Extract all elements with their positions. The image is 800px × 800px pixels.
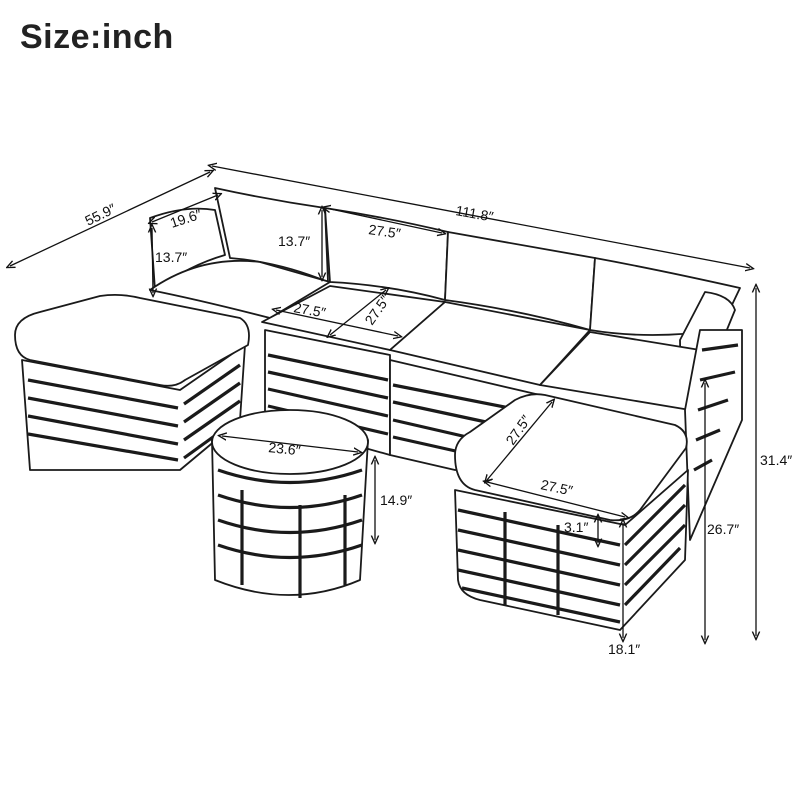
ottoman-width-line — [487, 482, 625, 517]
cushion-thickness-label: 3.1″ — [564, 519, 588, 535]
overall-width-label: 111.8″ — [454, 202, 494, 224]
overall-width-line — [212, 166, 750, 268]
table-diameter-line — [222, 436, 358, 452]
side-pillow-width-line — [152, 195, 218, 222]
seat-height-label: 18.1″ — [608, 641, 640, 657]
table-diameter-label: 23.6″ — [268, 439, 302, 458]
back-pillow-width-label: 27.5″ — [368, 221, 402, 241]
left-ottoman — [14, 293, 250, 471]
back-pillow-width-line — [326, 208, 442, 233]
table-height-label: 14.9″ — [380, 492, 412, 508]
dimension-lines — [10, 166, 756, 640]
seat-width-label: 27.5″ — [292, 299, 327, 320]
overall-depth-line — [10, 172, 210, 266]
right-ottoman — [454, 393, 689, 631]
armrest-height-label: 26.7″ — [707, 521, 739, 537]
overall-height-label: 31.4″ — [760, 452, 792, 468]
seat-depth-line — [330, 290, 386, 335]
ottoman-width-label: 27.5″ — [539, 476, 574, 498]
back-pillow-height-label: 13.7″ — [278, 233, 310, 249]
page-title: Size:inch — [20, 18, 174, 56]
side-pillow-height-line — [152, 228, 153, 293]
ottoman-depth-line — [487, 402, 552, 480]
side-pillow-height-label: 13.7″ — [155, 249, 187, 265]
overall-depth-label: 55.9″ — [82, 200, 118, 229]
